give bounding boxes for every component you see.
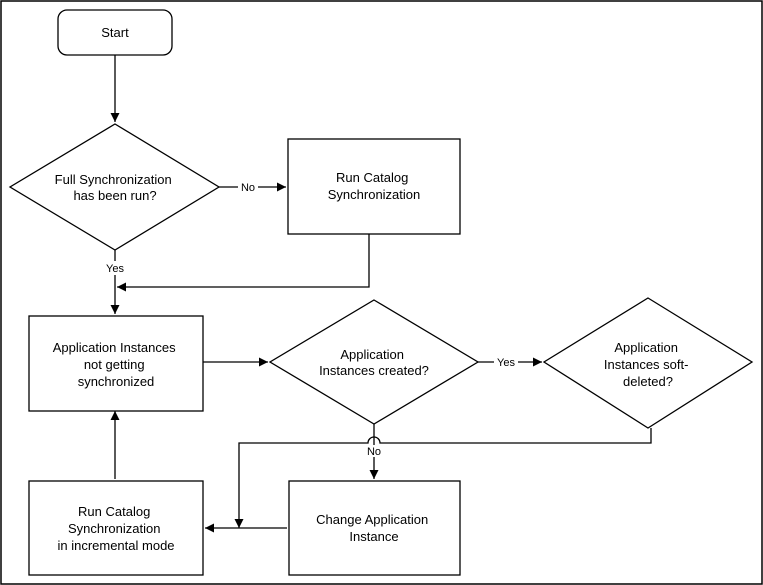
full-sync-decision-label: Full Synchronization has been run? (55, 172, 176, 203)
created-line-1: Application (340, 347, 404, 362)
app-instances-soft-deleted-decision (542, 297, 754, 429)
change-app-instance-node (288, 480, 461, 576)
incremental-line-3: in incremental mode (57, 538, 174, 553)
run-catalog-sync-incremental-node (28, 480, 204, 576)
edge-soft-deleted-to-incremental (234, 428, 652, 528)
start-line-1: Start (101, 25, 129, 40)
start-node-label: Start (101, 25, 129, 40)
soft-deleted-line-3: deleted? (623, 374, 673, 389)
full-sync-decision (8, 123, 221, 251)
run-catalog-sync-label: Run Catalog Synchronization (328, 170, 421, 202)
edge-label-yes-2: Yes (497, 357, 515, 369)
label-bg-no-1 (238, 180, 258, 194)
run-catalog-line-1: Run Catalog (336, 170, 408, 185)
change-line-2: Instance (349, 529, 398, 544)
start-node (57, 9, 173, 56)
soft-deleted-line-2: Instances soft- (604, 357, 689, 372)
app-instances-created-label: Application Instances created? (319, 347, 429, 378)
edge-run-catalog-to-merge (117, 234, 370, 292)
app-instances-soft-deleted-label: Application Instances soft- deleted? (604, 340, 692, 389)
edge-label-no-2: No (367, 446, 381, 458)
app-instances-not-synced-label: Application Instances not getting synchr… (53, 340, 179, 389)
label-bg-no-2 (364, 445, 384, 457)
created-line-2: Instances created? (319, 363, 429, 378)
soft-deleted-line-1: Application (614, 340, 678, 355)
full-sync-line-1: Full Synchronization (55, 172, 172, 187)
run-catalog-line-2: Synchronization (328, 187, 421, 202)
edge-label-yes-1: Yes (106, 263, 124, 275)
app-instances-created-decision (268, 299, 480, 425)
run-catalog-sync-node (287, 138, 461, 235)
label-bg-yes-1 (104, 261, 128, 275)
not-synced-line-1: Application Instances (53, 340, 176, 355)
full-sync-line-2: has been run? (73, 188, 156, 203)
change-app-instance-label: Change Application Instance (316, 512, 432, 544)
change-line-1: Change Application (316, 512, 428, 527)
label-bg-yes-2 (494, 355, 518, 369)
edge-label-no-1: No (241, 182, 255, 194)
run-catalog-sync-incremental-label: Run Catalog Synchronization in increment… (57, 504, 174, 553)
not-synced-line-3: synchronized (78, 374, 155, 389)
not-synced-line-2: not getting (84, 357, 145, 372)
app-instances-not-synced-node (28, 315, 204, 412)
incremental-line-1: Run Catalog (78, 504, 150, 519)
incremental-line-2: Synchronization (68, 521, 161, 536)
